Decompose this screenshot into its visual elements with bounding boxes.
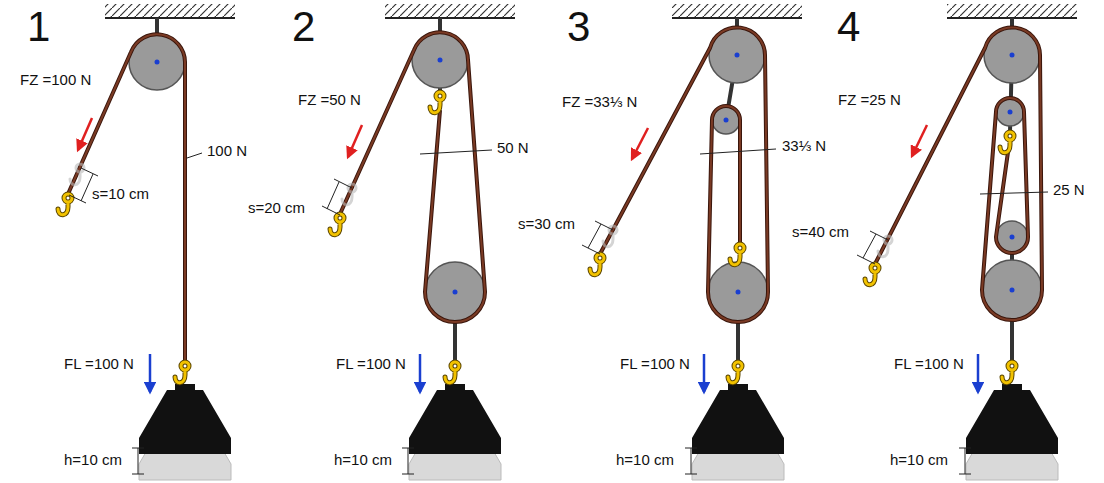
- hook-start-position: [70, 164, 892, 257]
- mount-rod: [157, 18, 1012, 360]
- load-weight: [139, 384, 1058, 454]
- rope: [68, 27, 1042, 362]
- height-label: h=10 cm: [332, 452, 394, 469]
- load-force-arrow: [150, 354, 978, 392]
- distance-label: s=20 cm: [246, 200, 307, 217]
- height-label: h=10 cm: [888, 452, 950, 469]
- load-force-label: FL =100 N: [892, 356, 966, 373]
- pull-force-label: FZ =50 N: [296, 92, 363, 109]
- weight-start-position: [139, 410, 1058, 480]
- pull-force-label: FZ =100 N: [18, 72, 93, 89]
- pulley-wheel: [129, 27, 1042, 322]
- panel-number: 3: [565, 4, 592, 50]
- height-label: h=10 cm: [62, 452, 124, 469]
- pull-force-label: FZ =33⅓ N: [560, 94, 639, 111]
- height-dimension: [132, 448, 971, 474]
- rope-force-label: 50 N: [495, 140, 531, 157]
- rope-force-label: 25 N: [1051, 182, 1087, 199]
- distance-label: s=40 cm: [790, 224, 851, 241]
- rope-force-label: 100 N: [205, 143, 249, 160]
- distance-dimension: [69, 168, 888, 264]
- panel-number: 2: [290, 4, 317, 50]
- load-force-label: FL =100 N: [62, 356, 136, 373]
- load-force-label: FL =100 N: [334, 356, 408, 373]
- distance-label: s=10 cm: [90, 186, 151, 203]
- pull-force-label: FZ =25 N: [836, 92, 903, 109]
- pulley-axle: [155, 53, 1015, 295]
- height-label: h=10 cm: [614, 452, 676, 469]
- leader-line: [187, 149, 1048, 194]
- load-force-label: FL =100 N: [618, 356, 692, 373]
- pull-force-arrow: [78, 118, 927, 159]
- ceiling: [105, 4, 1077, 18]
- hook: [58, 92, 1016, 383]
- distance-label: s=30 cm: [516, 216, 577, 233]
- panel-number: 1: [25, 4, 52, 50]
- rope-force-label: 33⅓ N: [780, 138, 828, 155]
- panel-number: 4: [835, 4, 862, 50]
